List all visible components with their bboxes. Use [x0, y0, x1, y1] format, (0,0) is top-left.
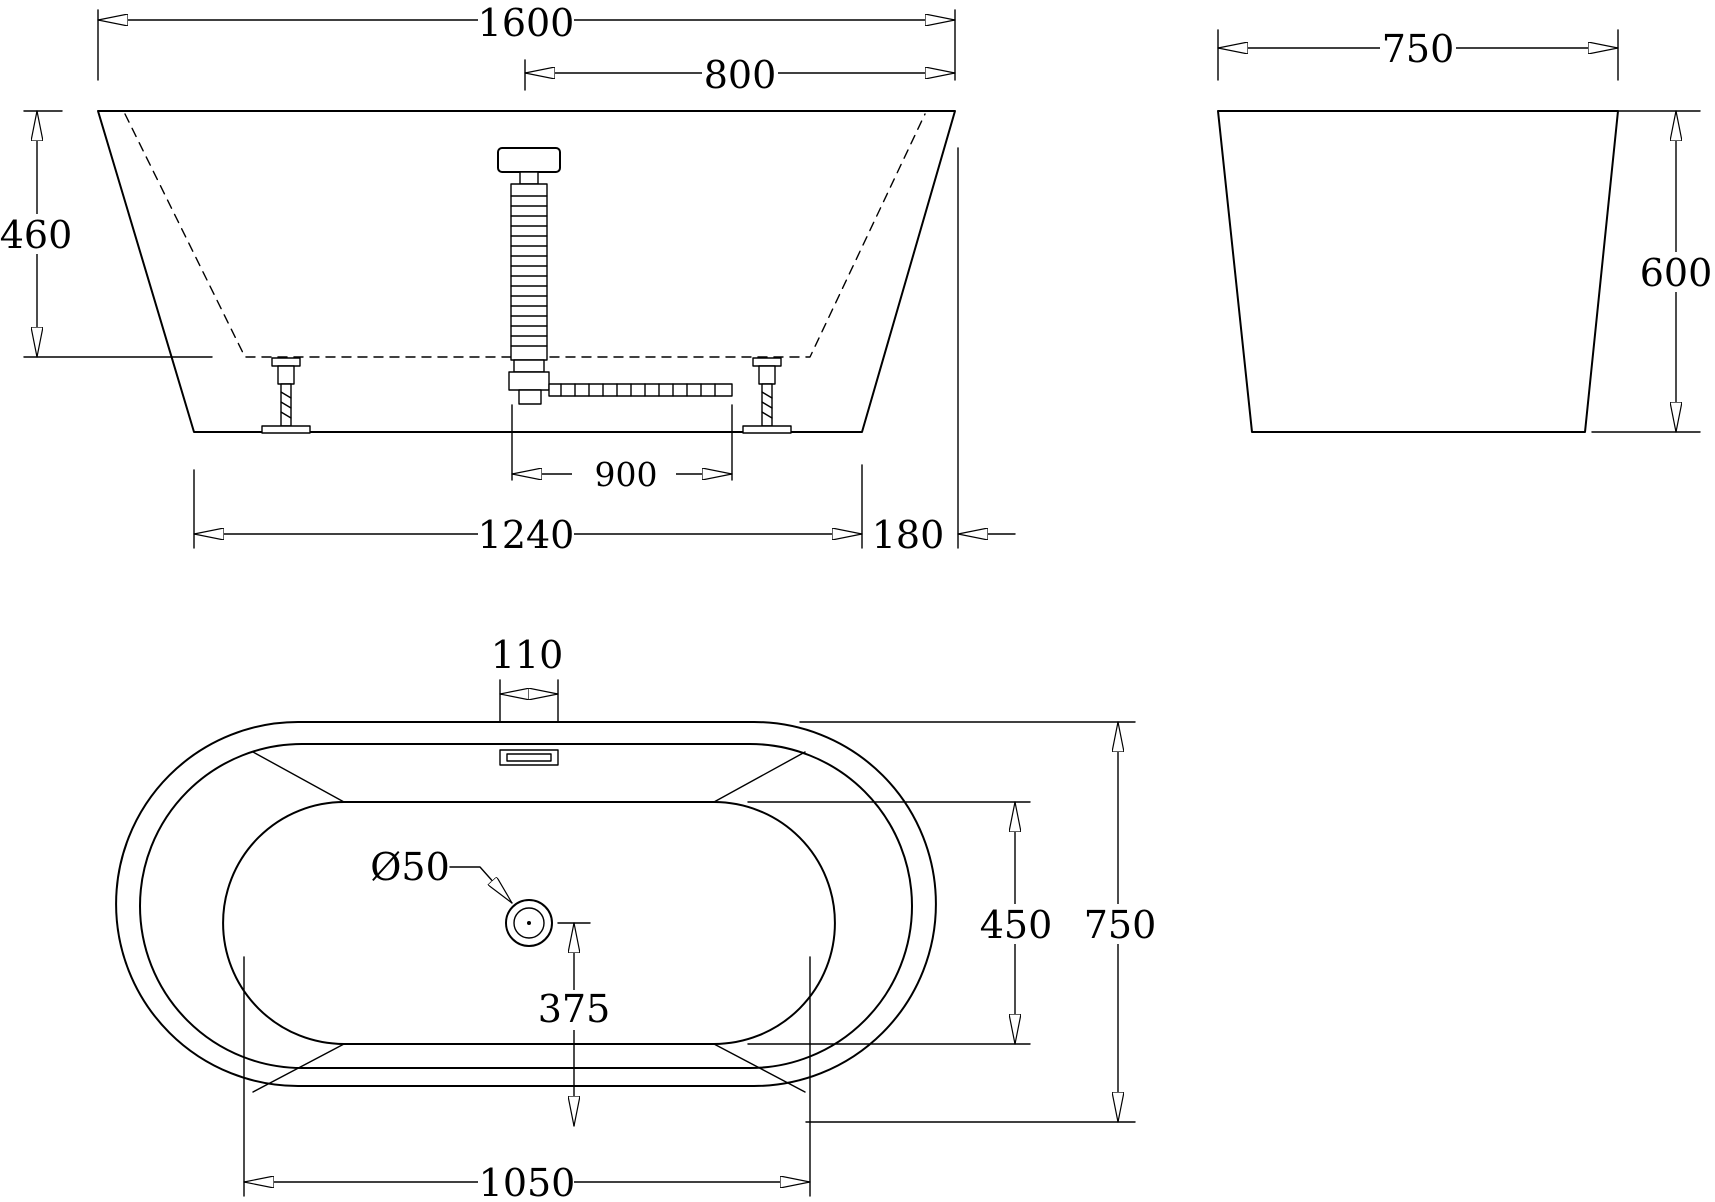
right-foot — [742, 357, 792, 434]
dim-side-length: 1600 — [478, 1, 575, 45]
side-view: 1600 800 460 900 1240 180 — [0, 1, 1016, 557]
top-corner-lines — [252, 751, 806, 1093]
dim-inner-width: 450 — [980, 903, 1053, 947]
dim-side-base-length: 1240 — [478, 513, 575, 557]
dim-end-height: 600 — [1640, 251, 1713, 295]
left-foot — [261, 357, 311, 434]
drain-diameter-leader — [449, 866, 513, 904]
side-outer-shell — [97, 110, 956, 433]
top-drain — [505, 899, 553, 947]
dim-drain-offset: 375 — [538, 987, 611, 1031]
top-overflow-slot — [499, 749, 559, 766]
end-outer-shell — [1217, 110, 1619, 433]
side-extension-lines — [23, 9, 959, 549]
dim-overflow-width: 110 — [491, 633, 564, 677]
dim-end-width: 750 — [1382, 27, 1455, 71]
dim-drain-diameter: Ø50 — [370, 845, 450, 889]
end-extension-lines — [1217, 29, 1701, 433]
overflow-drain-assembly — [497, 147, 733, 405]
dim-inner-length: 1050 — [479, 1161, 576, 1202]
top-inner-rim — [139, 743, 913, 1069]
dim-waste-pipe-length: 900 — [595, 455, 658, 494]
top-outer-rim — [115, 721, 937, 1087]
top-view: 110 Ø50 375 450 750 1050 — [115, 633, 1160, 1202]
dim-side-half-length: 800 — [704, 53, 777, 97]
dim-side-overhang: 180 — [872, 513, 945, 557]
dim-outer-width: 750 — [1084, 903, 1157, 947]
end-view: 750 600 — [1217, 27, 1715, 433]
dim-side-depth: 460 — [0, 213, 72, 257]
